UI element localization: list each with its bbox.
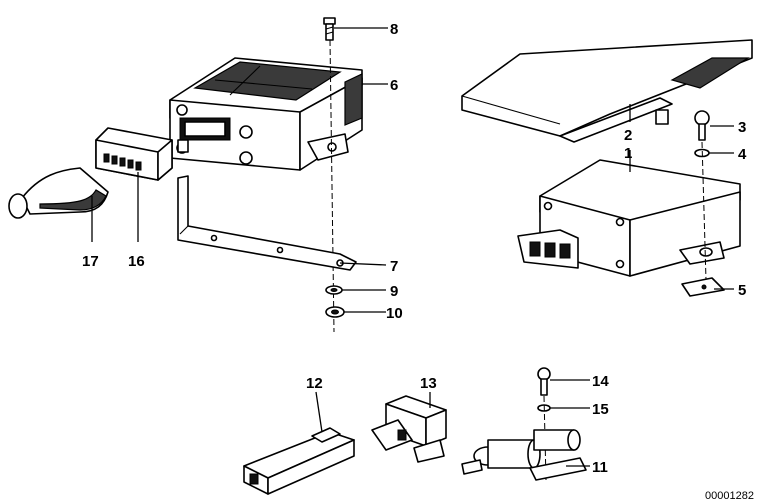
callout-5: 5 [738,282,746,299]
callout-3: 3 [738,119,746,136]
callout-1: 1 [624,145,632,162]
assembly-axis-8-10 [329,39,335,333]
control-unit-1 [517,159,741,277]
clip-5 [681,277,725,297]
control-unit-6 [169,57,363,171]
callout-14: 14 [592,373,609,390]
leader-lines [91,27,734,467]
nut-10 [325,306,345,318]
rubber-boot-17 [8,167,109,219]
suppressor-11 [461,429,587,481]
callout-17: 17 [82,253,99,270]
callout-11: 11 [592,459,608,476]
screw-14 [537,367,551,396]
module-12 [243,427,355,495]
callout-16: 16 [128,253,145,270]
callout-2: 2 [624,127,632,144]
callout-15: 15 [592,401,609,418]
callout-8: 8 [390,21,398,38]
screw-8 [323,17,336,41]
screw-3 [694,110,710,141]
bracket-7 [177,175,357,271]
callout-13: 13 [420,375,437,392]
callout-4: 4 [738,146,747,163]
callout-6: 6 [390,77,398,94]
cover-2 [461,39,753,143]
plug-16 [95,127,189,181]
assembly-axis-14-11 [543,395,547,481]
callout-10: 10 [386,305,403,322]
washer-9 [325,285,343,295]
callout-9: 9 [390,283,398,300]
callout-12: 12 [306,375,323,392]
assembly-axis-3-5 [701,141,707,281]
relay-13 [371,395,447,463]
callout-7: 7 [390,258,398,275]
reference-code: 00001282 [705,490,754,502]
